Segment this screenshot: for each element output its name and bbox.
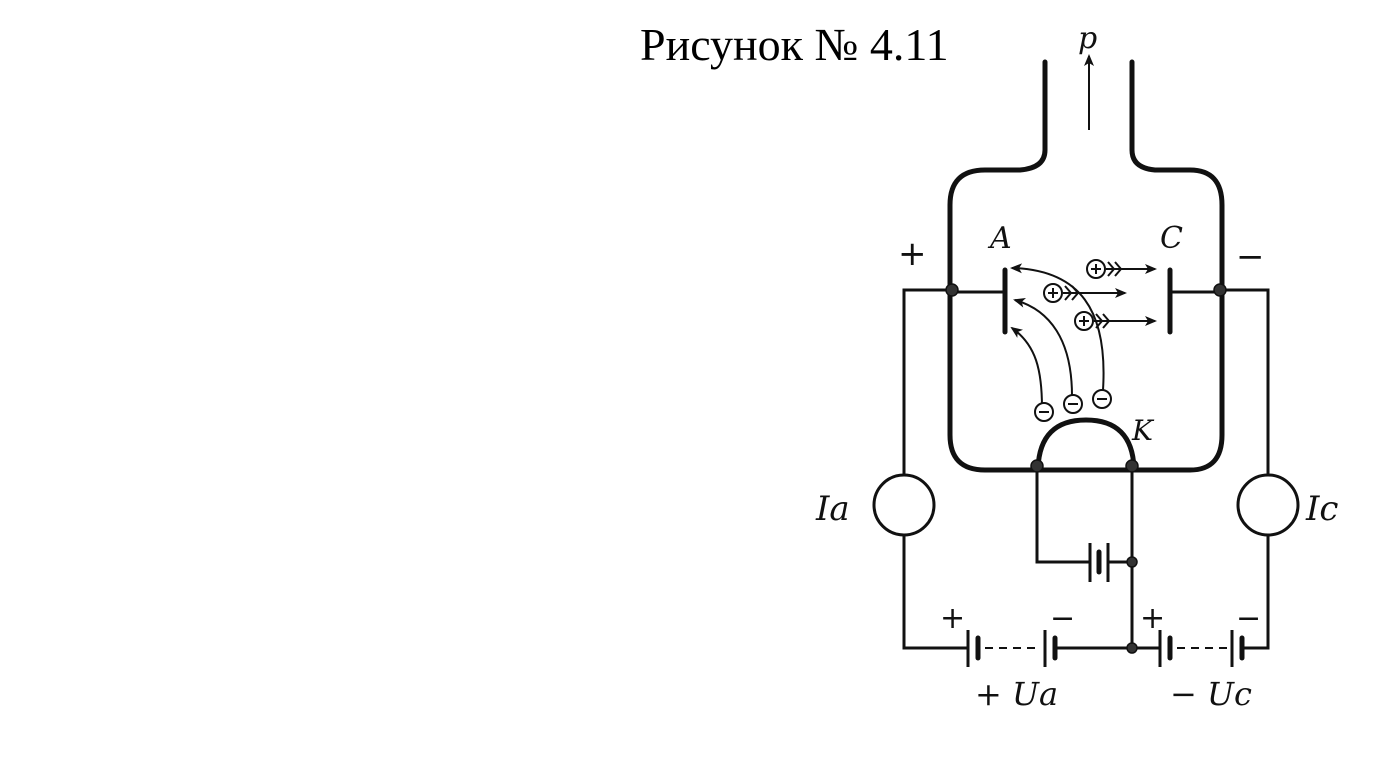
cathode-filament (1035, 417, 1137, 471)
collector-current-label: Ic (1305, 489, 1338, 529)
junction-heater (1126, 556, 1138, 568)
electron-1 (1034, 402, 1054, 422)
heater-battery (1088, 543, 1110, 582)
anode-voltage-label: + Ua (975, 675, 1058, 713)
collector-wire-lower (1240, 535, 1270, 650)
collector-wire-upper (1222, 288, 1270, 480)
junction-anode (945, 283, 959, 297)
collector-voltage-battery (1158, 630, 1245, 667)
ion-3 (1074, 311, 1157, 331)
anode-battery-minus: − (1050, 601, 1075, 636)
collector-voltage-label: − Uc (1170, 675, 1252, 713)
cathode-wire-left (1035, 466, 1090, 564)
anode-battery-plus: + (940, 601, 965, 636)
vacuum-flask-outline (947, 59, 1225, 473)
junction-cathode-right (1125, 459, 1139, 473)
electron-path-3 (1010, 263, 1105, 391)
anode-current-label: Ia (815, 489, 850, 529)
ion-2 (1043, 283, 1127, 303)
electron-path-2 (1013, 297, 1073, 397)
collector-battery-plus: + (1140, 601, 1165, 636)
electron-2 (1063, 394, 1083, 414)
anode-ammeter (872, 473, 936, 537)
figure-title: Рисунок № 4.11 (640, 19, 949, 70)
anode-polarity-plus: + (898, 234, 927, 274)
anode-voltage-battery (966, 630, 1058, 667)
collector-polarity-minus: − (1236, 237, 1265, 277)
junction-bottom (1126, 642, 1138, 654)
collector-battery-minus: − (1236, 601, 1261, 636)
electron-path-1 (1010, 326, 1043, 409)
anode-wire-upper (902, 288, 952, 480)
anode-label: A (987, 221, 1012, 256)
electron-3 (1092, 389, 1112, 409)
junction-cathode-left (1030, 459, 1044, 473)
anode-wire-lower (902, 535, 968, 650)
pump-label: p (1078, 21, 1097, 56)
collector-ammeter (1236, 473, 1300, 537)
junction-collector (1213, 283, 1227, 297)
collector-label: C (1160, 221, 1183, 256)
ion-1 (1086, 259, 1157, 279)
cathode-label: K (1131, 414, 1155, 447)
